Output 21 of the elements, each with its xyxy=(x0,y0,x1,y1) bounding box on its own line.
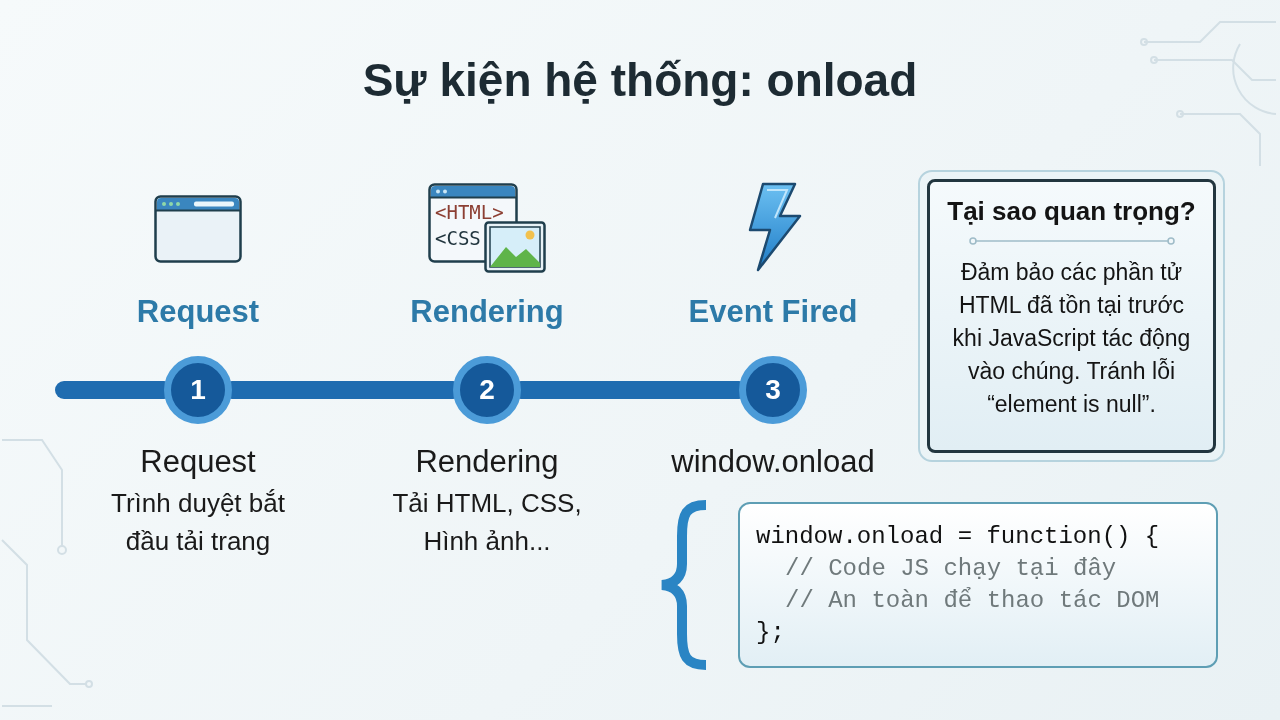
step-number: 1 xyxy=(190,374,206,406)
code-block xyxy=(738,502,1218,668)
code-line: window.onload = function() { xyxy=(756,522,1160,552)
step-heading: Event Fired xyxy=(688,293,858,331)
step-title: Rendering xyxy=(415,443,559,481)
step-number: 2 xyxy=(479,374,495,406)
code-line: // An toàn để thao tác DOM xyxy=(785,586,1160,616)
slide-title: Sự kiện hệ thống: onload xyxy=(362,53,918,108)
step-number: 3 xyxy=(765,374,781,406)
step-heading: Request xyxy=(136,293,260,331)
card-body: Đảm bảo các phần tử HTML đã tồn tại trước khi JavaScript tác động vào chúng. Tránh lỗi “element is null”. xyxy=(951,258,1192,419)
step-description: Trình duyệt bắt đầu tải trang xyxy=(110,487,286,558)
code-tag-text: <CSS xyxy=(435,226,481,250)
step-description: Tải HTML, CSS, Hình ảnh... xyxy=(391,487,583,558)
step-heading: Rendering xyxy=(410,293,564,331)
step-title: Request xyxy=(140,443,256,481)
step-title: window.onload xyxy=(671,443,875,481)
card-heading: Tại sao quan trọng? xyxy=(947,195,1196,228)
code-line: // Code JS chạy tại đây xyxy=(785,554,1117,584)
code-line: }; xyxy=(756,618,785,648)
code-tag-text: <HTML> xyxy=(435,200,504,224)
